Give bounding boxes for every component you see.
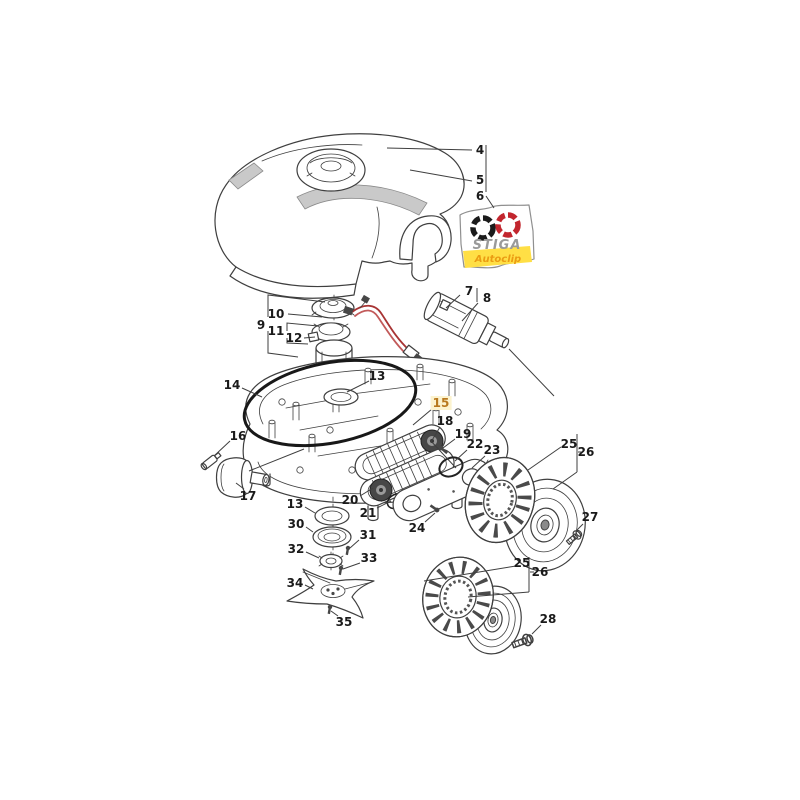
leader-line (575, 523, 584, 532)
screw-28 (511, 633, 534, 649)
blade-motor (423, 291, 555, 397)
leader-line (305, 526, 314, 533)
caster-pin-16 (200, 452, 222, 471)
leader-line (346, 380, 370, 393)
autoclip-strip (463, 246, 532, 268)
blade (286, 568, 375, 619)
leader-line (241, 387, 263, 398)
screw-27 (565, 529, 583, 545)
cover-cap (296, 148, 366, 192)
leader-line (349, 539, 360, 549)
leader-lines (213, 145, 584, 635)
leader-line (267, 294, 326, 317)
top-cover (214, 133, 465, 299)
leader-line (454, 449, 468, 462)
leader-line (527, 446, 562, 471)
leader-line (430, 426, 441, 443)
leader-line (442, 438, 456, 449)
screw-35 (327, 604, 333, 615)
leader-line (423, 565, 517, 582)
screw-33 (338, 565, 344, 576)
leader-line (409, 169, 473, 182)
leader-line (286, 322, 319, 331)
screw-31 (345, 545, 351, 556)
leader-line (424, 512, 436, 523)
leader-line (305, 551, 320, 559)
autoclip-wordmark: Autoclip (474, 254, 521, 265)
stiga-ring-red-icon (495, 212, 521, 238)
front-caster (200, 452, 270, 498)
leader-line (235, 482, 245, 490)
leader-line (342, 562, 361, 570)
leader-line (267, 331, 299, 358)
screw-24 (429, 504, 440, 513)
leader-line (359, 487, 374, 497)
leader-line (461, 302, 479, 322)
front-skirt (229, 266, 357, 299)
leader-line (304, 584, 314, 590)
leader-line (531, 624, 542, 635)
screw-19 (438, 445, 448, 455)
wheel-tire-bottom (422, 556, 494, 638)
leader-line (467, 591, 530, 598)
leader-line (412, 408, 433, 426)
wheel-arch (399, 215, 452, 263)
stiga-sticker: STIGA Autoclip (459, 204, 535, 269)
leader-line (330, 610, 339, 617)
leader-line (376, 500, 392, 509)
leader-line (304, 506, 316, 514)
leader-line (248, 448, 305, 472)
gasket-ring (242, 358, 418, 448)
leader-line (445, 294, 461, 309)
leader-line (552, 471, 578, 490)
wheel-tire-right (464, 456, 536, 544)
stiga-wordmark: STIGA (473, 238, 522, 253)
leader-line (287, 313, 323, 318)
wire-harness (342, 294, 423, 363)
leader-line (286, 338, 309, 345)
blade-hardware (312, 496, 352, 576)
leader-line (386, 147, 473, 151)
leader-line (213, 440, 231, 457)
stiga-ring-black-icon (470, 215, 496, 241)
motor-terminal (439, 299, 451, 311)
leader-line (303, 336, 316, 339)
leader-line (485, 195, 495, 209)
leader-line (471, 455, 486, 469)
trim-stripe-left (228, 162, 264, 190)
